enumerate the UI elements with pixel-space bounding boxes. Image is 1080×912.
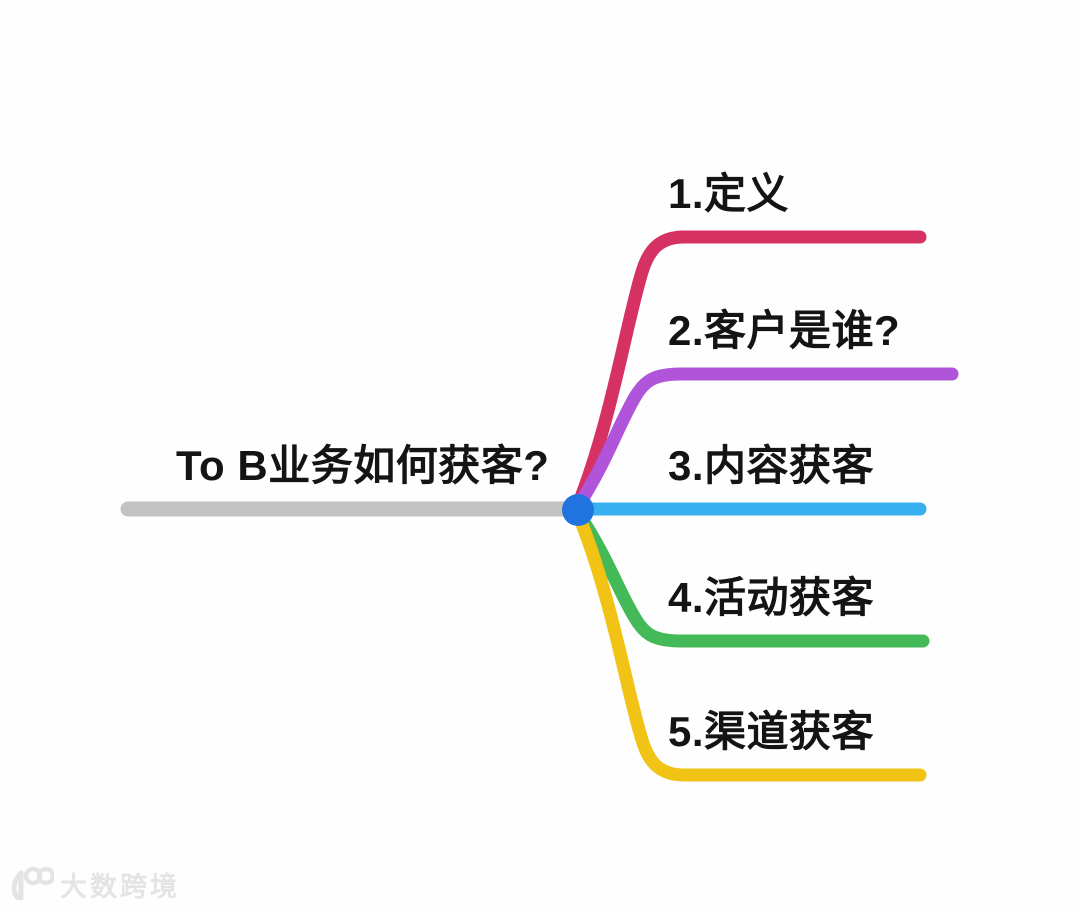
watermark-logo-100-icon bbox=[11, 866, 54, 901]
root-topic-label: To B业务如何获客? bbox=[176, 442, 550, 489]
branch-label-who-is-customer: 2.客户是谁? bbox=[668, 307, 901, 354]
center-node bbox=[562, 494, 594, 526]
watermark: 大数跨境 bbox=[8, 864, 180, 904]
branch-line-5 bbox=[571, 507, 927, 782]
branch-label-channel-acquisition: 5.渠道获客 bbox=[668, 708, 875, 755]
branch-line-4 bbox=[571, 506, 930, 648]
branch-line-2 bbox=[571, 367, 959, 513]
branch-label-activity-acquisition: 4.活动获客 bbox=[668, 574, 875, 621]
branch-line-1 bbox=[571, 230, 927, 512]
branch-label-content-acquisition: 3.内容获客 bbox=[668, 442, 875, 489]
branch-label-definition: 1.定义 bbox=[668, 170, 790, 217]
watermark-text: 大数跨境 bbox=[60, 871, 180, 902]
